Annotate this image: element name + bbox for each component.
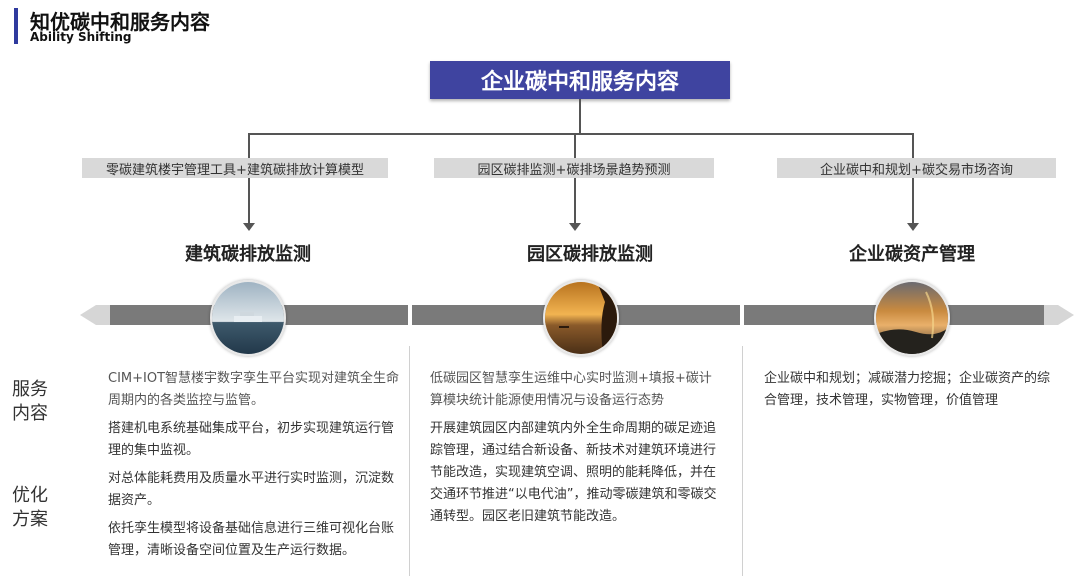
timeline-left-arrow-icon xyxy=(80,305,96,325)
service-text: 企业碳中和规划；减碳潜力挖掘；企业碳资产的综合管理，技术管理，实物管理，价值管理 xyxy=(764,371,1051,408)
main-connector xyxy=(579,99,581,134)
timeline-right-arrow-icon xyxy=(1058,305,1074,325)
column-enterprise: 企业碳中和规划；减碳潜力挖掘；企业碳资产的综合管理，技术管理，实物管理，价值管理 xyxy=(764,368,1056,418)
category-heading: 建筑碳排放监测 xyxy=(185,244,311,265)
branch-connector xyxy=(248,133,914,135)
optimization-item: 依托孪生模型将设备基础信息进行三维可视化台账管理，清晰设备空间位置及生产运行数据… xyxy=(108,521,395,558)
arrow-down-icon xyxy=(569,223,581,231)
column-building: CIM+IOT智慧楼宇数字孪生平台实现对建筑全生命周期内的各类监控与监管。 搭建… xyxy=(108,368,400,568)
page-subtitle: Ability Shifting xyxy=(30,30,132,44)
connector-middle xyxy=(574,133,576,225)
side-label-service: 服务内容 xyxy=(12,379,48,424)
optimization-item: 开展建筑园区内部建筑内外全生命周期的碳足迹追踪管理，通过结合新设备、新技术对建筑… xyxy=(430,421,717,524)
category-heading: 企业碳资产管理 xyxy=(849,244,975,265)
arrow-down-icon xyxy=(243,223,255,231)
main-title-box: 企业碳中和服务内容 xyxy=(430,61,730,99)
title-accent-bar xyxy=(14,8,18,44)
category-tag: 零碳建筑楼宇管理工具+建筑碳排放计算模型 xyxy=(82,158,388,178)
rainbow-coast-photo-icon xyxy=(874,280,950,356)
category-heading: 园区碳排放监测 xyxy=(527,244,653,265)
column-separator xyxy=(742,346,743,576)
column-park: 低碳园区智慧孪生运维中心实时监测+填报+碳计算模块统计能源使用情况与设备运行态势… xyxy=(430,368,722,534)
page-title: 知优碳中和服务内容 xyxy=(30,10,210,34)
category-tag: 企业碳中和规划+碳交易市场咨询 xyxy=(777,158,1056,178)
service-text: 低碳园区智慧孪生运维中心实时监测+填报+碳计算模块统计能源使用情况与设备运行态势 xyxy=(430,371,712,408)
connector-left xyxy=(248,133,250,225)
arrow-down-icon xyxy=(907,223,919,231)
side-label-optimization: 优化方案 xyxy=(12,485,48,530)
service-text: CIM+IOT智慧楼宇数字孪生平台实现对建筑全生命周期内的各类监控与监管。 xyxy=(108,371,400,408)
category-tag: 园区碳排监测+碳排场景趋势预测 xyxy=(434,158,714,178)
optimization-item: 对总体能耗费用及质量水平进行实时监测，沉淀数据资产。 xyxy=(108,471,395,508)
timeline-left-cap xyxy=(96,305,110,325)
optimization-item: 搭建机电系统基础集成平台，初步实现建筑运行管理的集中监视。 xyxy=(108,421,395,458)
connector-right xyxy=(912,133,914,225)
ship-on-sea-photo-icon xyxy=(210,280,286,356)
sunset-lake-photo-icon xyxy=(543,280,619,356)
timeline-right-cap xyxy=(1044,305,1058,325)
column-separator xyxy=(409,346,410,576)
